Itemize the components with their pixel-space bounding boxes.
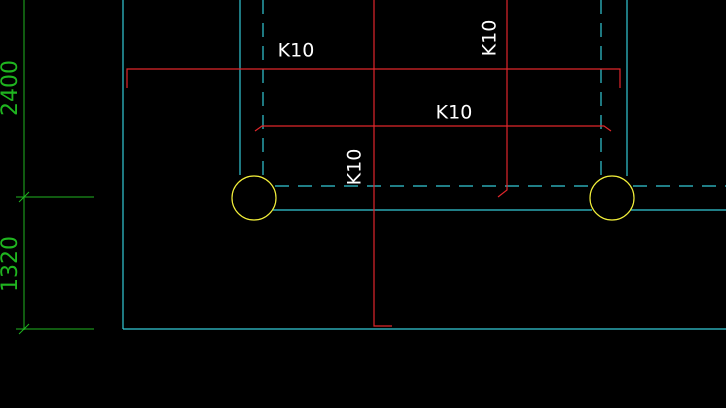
dimension-text-1320: 1320 — [0, 236, 23, 292]
rebar-label-middle-horizontal[interactable]: K10 — [436, 102, 473, 124]
rebar-label-top-vertical[interactable]: K10 — [479, 20, 501, 57]
rebar-lines — [126, 0, 621, 327]
rebar-middle-horizontal — [254, 125, 612, 132]
rebar-label-top-horizontal[interactable]: K10 — [278, 40, 315, 62]
dimension-tick — [18, 323, 30, 335]
rebar-circle-right[interactable] — [589, 175, 635, 221]
concrete-outline — [122, 0, 726, 330]
rebar-label-middle-vertical[interactable]: K10 — [344, 149, 366, 186]
dimension-tick — [18, 191, 30, 203]
rebar-sections — [231, 175, 635, 221]
hidden-lines — [262, 0, 726, 187]
rebar-circle-left[interactable] — [231, 175, 277, 221]
rebar-vertical-short — [497, 0, 508, 198]
dimension-text-2400: 2400 — [0, 60, 23, 116]
dimension-chain — [16, 0, 94, 335]
rebar-vertical-long — [373, 0, 392, 327]
